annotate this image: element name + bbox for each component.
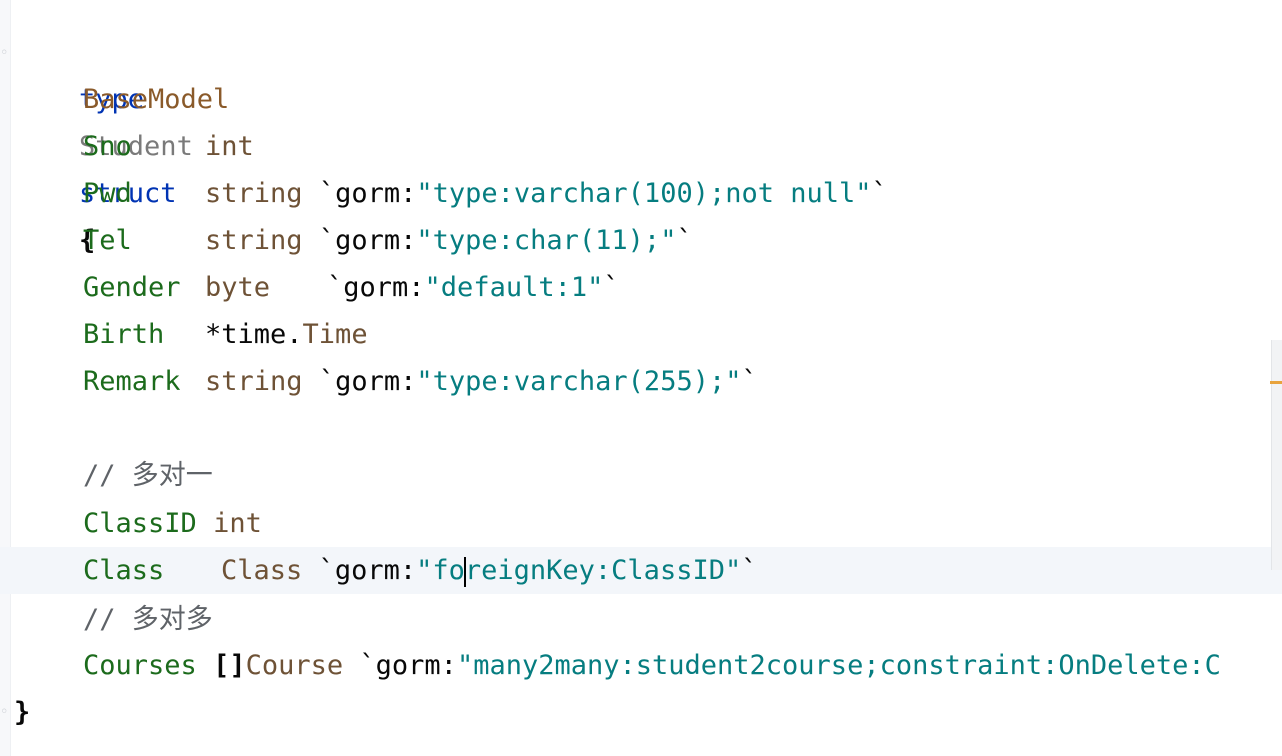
tag-key: gorm: bbox=[334, 555, 417, 586]
field-type: string bbox=[205, 366, 303, 397]
field-name: Courses bbox=[83, 650, 197, 681]
tag-value: "type:varchar(255);" bbox=[416, 366, 742, 397]
field-type: string bbox=[205, 225, 303, 256]
struct-name: Student bbox=[79, 131, 193, 162]
field-name: Sno bbox=[83, 131, 132, 162]
code-line: Birth *time.Time bbox=[0, 311, 1282, 358]
scrollbar[interactable] bbox=[1271, 340, 1282, 570]
text-caret bbox=[463, 556, 466, 587]
embedded-field: BaseModel bbox=[83, 84, 230, 115]
tag-value: "default:1" bbox=[424, 272, 604, 303]
code-line: Courses []Course `gorm:"many2many:studen… bbox=[0, 642, 1282, 689]
field-name: Birth bbox=[83, 319, 165, 350]
tag-key: gorm: bbox=[335, 178, 417, 209]
tag-key: gorm: bbox=[375, 650, 457, 681]
keyword-type: type bbox=[79, 84, 145, 115]
fold-icon[interactable]: ◦ bbox=[0, 704, 9, 720]
field-type: byte bbox=[205, 272, 271, 303]
field-name: Class bbox=[83, 555, 165, 586]
tag-value: "type:char(11);" bbox=[416, 225, 677, 256]
close-brace: } bbox=[14, 697, 31, 728]
code-comment: // 多对多 bbox=[83, 604, 213, 635]
tag-key: gorm: bbox=[335, 225, 417, 256]
fold-icon[interactable]: ◦ bbox=[0, 45, 9, 61]
field-type: Class bbox=[221, 555, 303, 586]
code-line: Sno int bbox=[0, 123, 1282, 170]
backtick: ` bbox=[359, 650, 376, 681]
code-line: type Student struct { bbox=[0, 29, 1282, 256]
code-line: ClassID int bbox=[0, 500, 1282, 547]
tag-value: "fo bbox=[416, 555, 465, 586]
field-name: ClassID bbox=[83, 508, 197, 539]
tag-value: reignKey:ClassID" bbox=[464, 555, 742, 586]
code-comment: // 多对一 bbox=[83, 460, 213, 491]
scrollbar-marker[interactable] bbox=[1270, 381, 1282, 384]
field-type: Course bbox=[245, 650, 344, 681]
pointer-package: *time. bbox=[205, 319, 303, 350]
field-name: Tel bbox=[83, 225, 132, 256]
code-line: // 多对多 bbox=[0, 596, 1282, 643]
keyword-struct: struct bbox=[79, 178, 177, 209]
backtick: ` bbox=[741, 555, 758, 586]
field-name: Gender bbox=[83, 272, 181, 303]
backtick: ` bbox=[603, 272, 620, 303]
code-line: // 多对一 bbox=[0, 452, 1282, 499]
field-type: string bbox=[205, 178, 303, 209]
code-line: BaseModel bbox=[0, 76, 1282, 123]
backtick: ` bbox=[318, 366, 336, 397]
tag-key: gorm: bbox=[335, 366, 417, 397]
field-name: Pwd bbox=[83, 178, 132, 209]
tag-key: gorm: bbox=[343, 272, 425, 303]
slice-brackets: [] bbox=[213, 650, 246, 681]
field-type: Time bbox=[302, 319, 368, 350]
field-name: Remark bbox=[83, 366, 181, 397]
editor-gutter bbox=[0, 0, 11, 756]
backtick: ` bbox=[318, 555, 335, 586]
backtick: ` bbox=[318, 225, 336, 256]
field-type: int bbox=[213, 508, 262, 539]
tag-value: "type:varchar(100);not null" bbox=[416, 178, 872, 209]
open-brace: { bbox=[79, 225, 96, 256]
backtick: ` bbox=[741, 366, 758, 397]
tag-value: "many2many:student2course;constraint:OnD… bbox=[456, 650, 1221, 681]
code-line: } bbox=[0, 689, 1282, 736]
backtick: ` bbox=[327, 272, 344, 303]
backtick: ` bbox=[871, 178, 888, 209]
backtick: ` bbox=[676, 225, 693, 256]
field-type: int bbox=[205, 131, 254, 162]
backtick: ` bbox=[318, 178, 336, 209]
